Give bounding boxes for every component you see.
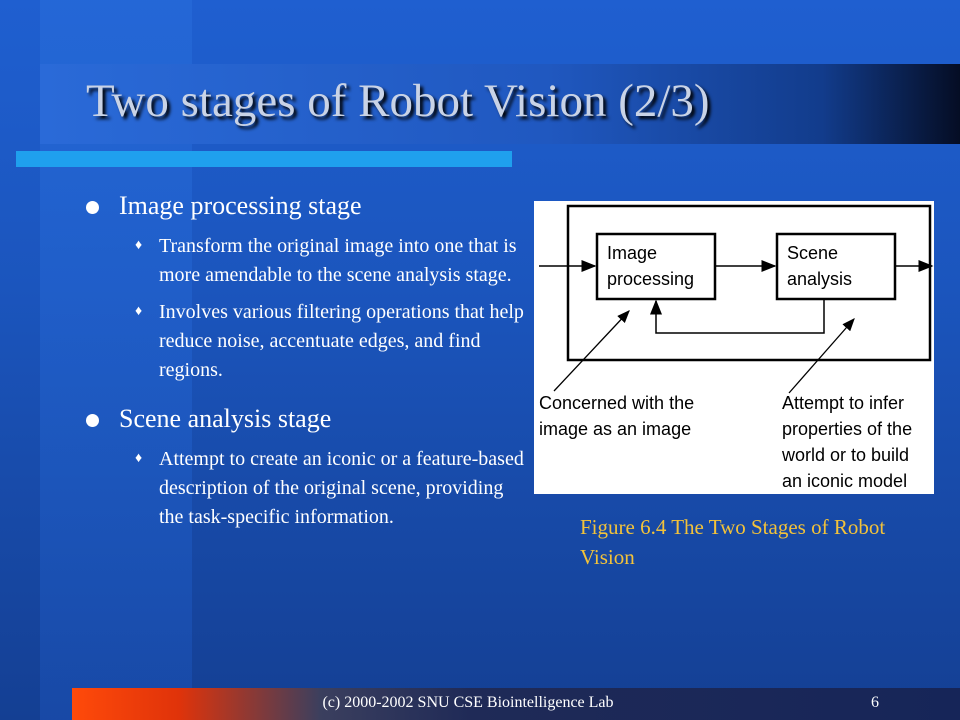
sub-bullet-text: Attempt to create an iconic or a feature… [159, 448, 524, 528]
right-note-line3: world or to build [781, 445, 909, 465]
right-note-line1: Attempt to infer [782, 393, 904, 413]
sub-bullet-text: Involves various filtering operations th… [159, 301, 524, 381]
bullet-text: Scene analysis stage [119, 404, 332, 433]
diamond-bullet-icon: ♦ [135, 238, 143, 253]
figure-diagram: Image processing Scene analysis Concerne… [534, 201, 934, 494]
bullet-text: Image processing stage [119, 191, 362, 220]
outer-box [566, 204, 932, 362]
two-stages-diagram: Image processing Scene analysis Concerne… [539, 204, 934, 491]
title-underline [16, 151, 512, 167]
box1-label-line2: processing [607, 269, 694, 289]
footer-bar [72, 688, 960, 720]
bullet-image-processing: Image processing stage [84, 190, 524, 222]
bullet-dot-icon [86, 201, 99, 214]
figure-caption: Figure 6.4 The Two Stages of Robot Visio… [580, 515, 886, 569]
sub-bullet-text: Transform the original image into one th… [159, 235, 517, 286]
box2-label-line1: Scene [787, 243, 838, 263]
slide-title: Two stages of Robot Vision (2/3) [86, 75, 710, 127]
footer-copyright: (c) 2000-2002 SNU CSE Biointelligence La… [322, 694, 614, 711]
sub-bullet: ♦ Involves various filtering operations … [84, 298, 524, 385]
right-leader-arrow [788, 318, 855, 394]
sub-bullet: ♦ Attempt to create an iconic or a featu… [84, 445, 524, 532]
bullet-dot-icon [86, 414, 99, 427]
diamond-bullet-icon: ♦ [135, 304, 143, 319]
bullet-list: Image processing stage ♦ Transform the o… [84, 190, 524, 540]
diamond-bullet-icon: ♦ [135, 451, 143, 466]
page-number: 6 [871, 694, 879, 711]
left-note-line1: Concerned with the [539, 393, 694, 413]
right-note-line4: an iconic model [782, 471, 907, 491]
sub-bullet: ♦ Transform the original image into one … [84, 232, 524, 290]
left-note-line2: image as an image [539, 419, 691, 439]
right-note-line2: properties of the [782, 419, 912, 439]
box1-label-line1: Image [607, 243, 657, 263]
box2-label-line2: analysis [787, 269, 852, 289]
left-leader-arrow [553, 310, 630, 392]
title-bar [40, 64, 960, 144]
feedback-arrow [650, 299, 825, 334]
bullet-scene-analysis: Scene analysis stage [84, 403, 524, 435]
